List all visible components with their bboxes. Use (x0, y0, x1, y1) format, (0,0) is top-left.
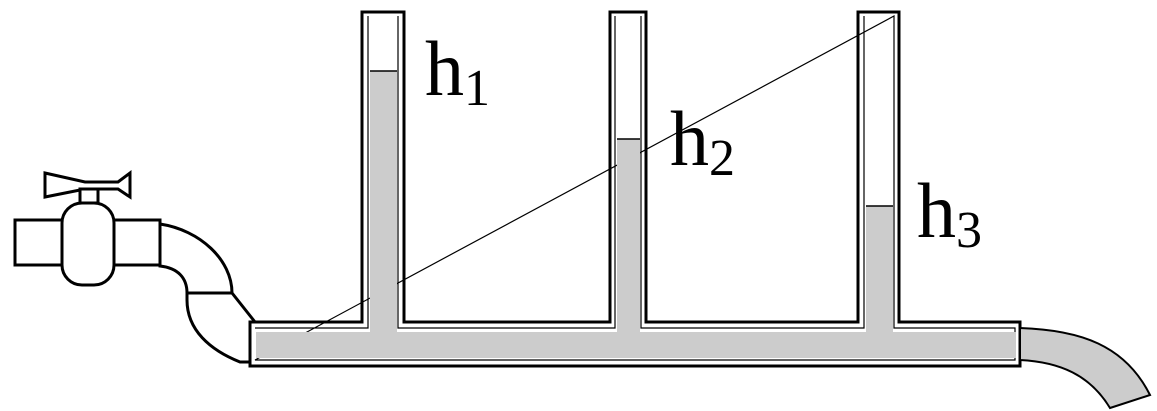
label-h3-sub: 3 (956, 202, 982, 259)
main-pipe-water (256, 332, 1016, 358)
label-h2-sub: 2 (709, 130, 735, 187)
label-h1: h1 (425, 25, 490, 117)
faucet-downpipe (185, 291, 257, 364)
faucet-valve (60, 201, 116, 287)
label-h3-base: h (917, 167, 956, 254)
main-pipe-inner (254, 14, 1016, 361)
label-h1-sub: 1 (464, 60, 490, 117)
tube-2-water (617, 139, 640, 332)
tube-3-water (866, 206, 893, 332)
label-h2-base: h (670, 95, 709, 182)
faucet-handle (43, 170, 132, 200)
faucet-elbow (158, 222, 234, 295)
faucet-icon (13, 170, 257, 364)
label-h1-base: h (425, 25, 464, 112)
label-h3: h3 (917, 167, 982, 259)
faucet-body-right (108, 218, 162, 267)
label-h2: h2 (670, 95, 735, 187)
outflow-stream (1019, 326, 1152, 410)
tube-1-water (370, 71, 397, 332)
faucet-stem (78, 187, 100, 205)
